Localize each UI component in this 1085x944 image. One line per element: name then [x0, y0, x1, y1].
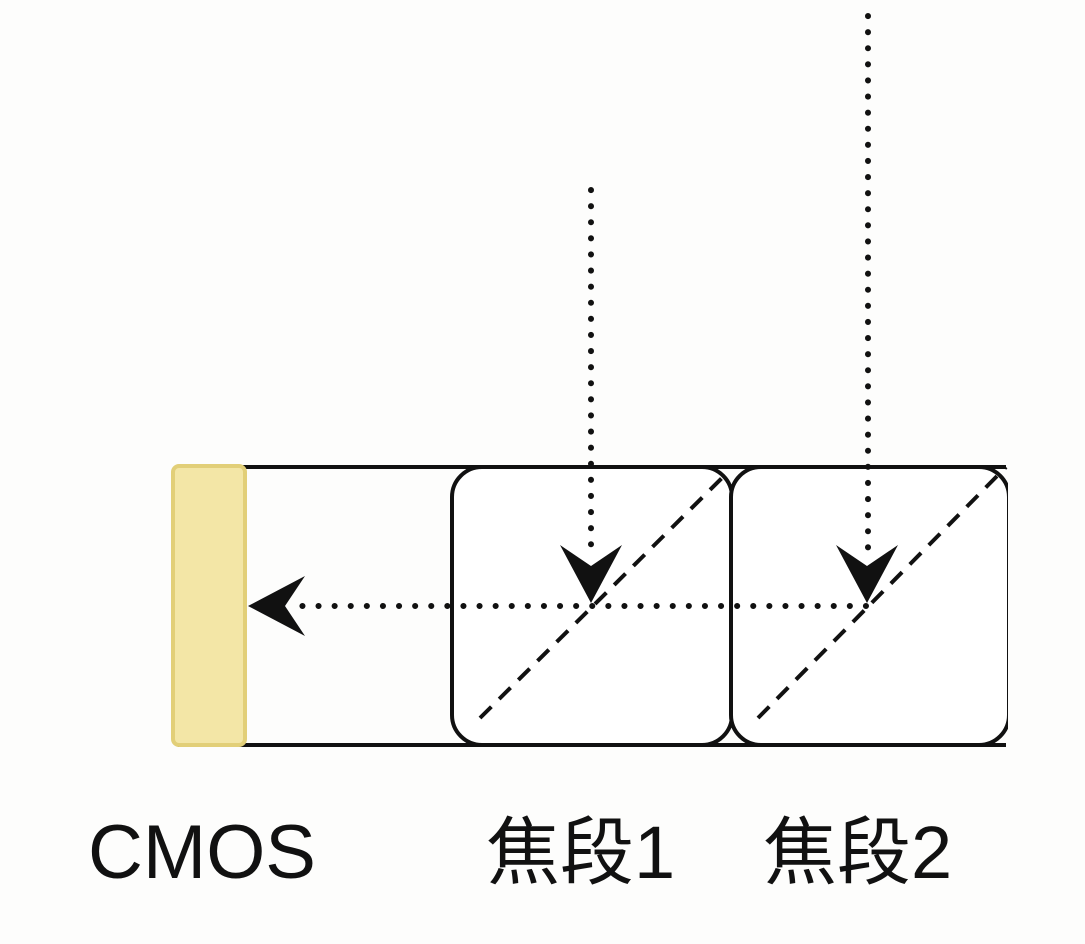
focal-1-label: 焦段1 — [486, 811, 675, 894]
mirrors — [478, 465, 1008, 720]
arrow-down-1-icon — [560, 545, 622, 603]
cmos-sensor — [171, 464, 247, 747]
prism-block-2 — [729, 466, 1008, 746]
focal-2-label: 焦段2 — [763, 811, 952, 894]
arrow-left-icon — [248, 576, 305, 636]
incoming-light-paths — [588, 13, 871, 563]
prism-blocks — [450, 466, 1008, 746]
cmos-label: CMOS — [88, 810, 316, 895]
mirror-2 — [756, 465, 1008, 720]
arrow-down-2-icon — [836, 545, 898, 603]
arrowheads — [248, 545, 898, 636]
mirror-1 — [478, 473, 727, 720]
